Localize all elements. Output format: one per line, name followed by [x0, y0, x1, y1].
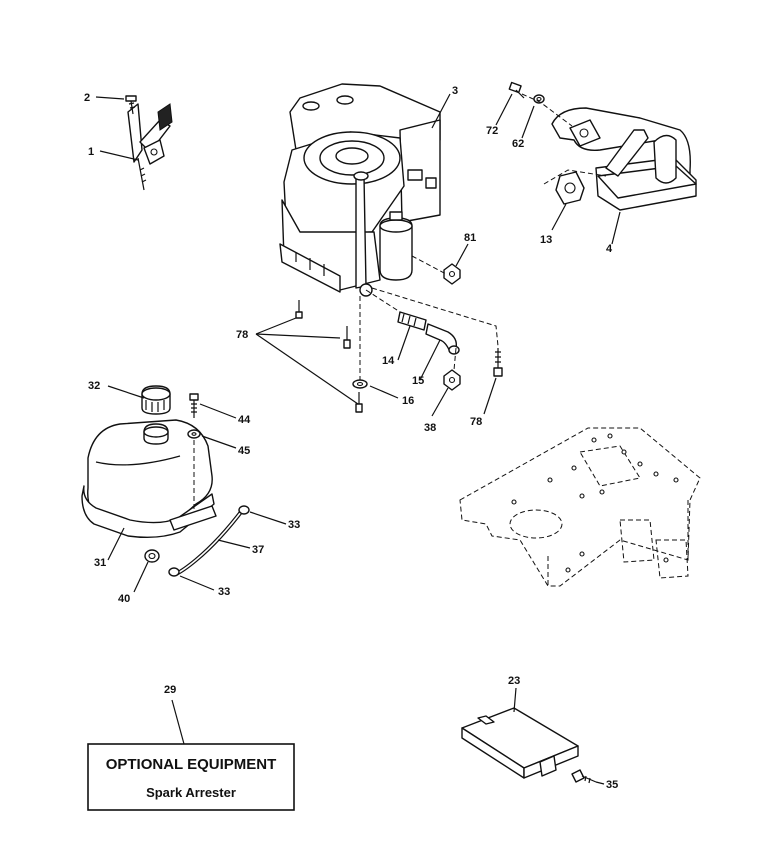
callout-14: 14: [382, 355, 395, 367]
callout-4: 4: [606, 243, 613, 255]
callout-78-left: 78: [236, 329, 248, 341]
callout-45: 45: [238, 445, 250, 457]
callout-3: 3: [452, 85, 458, 97]
engine-part: [279, 83, 441, 297]
callout-13: 13: [540, 234, 552, 246]
throttle-control-part: [127, 103, 173, 191]
clamp-33-upper-part: [238, 505, 250, 515]
callout-29: 29: [164, 684, 176, 696]
callout-81: 81: [464, 232, 476, 244]
callout-35: 35: [606, 779, 618, 791]
throttle-screw-part: [125, 95, 137, 115]
callout-72: 72: [486, 125, 498, 137]
bushing-40-part: [144, 549, 160, 563]
callout-33-upper: 33: [288, 519, 300, 531]
engine-mount-plate: [459, 427, 701, 587]
nut-38-part: [443, 369, 461, 391]
exhaust-gasket-part: [555, 171, 585, 205]
nut-81-part: [443, 263, 461, 285]
bolt-78-upper-part: [295, 300, 303, 319]
callout-62: 62: [512, 138, 524, 150]
spacer-14-part: [397, 311, 427, 331]
optional-equipment-box: [87, 743, 295, 811]
fuel-line-part: [175, 506, 246, 576]
callout-15: 15: [412, 375, 424, 387]
bolt-78-lower-part: [355, 392, 363, 413]
callout-33-lower: 33: [218, 586, 230, 598]
callout-31: 31: [94, 557, 106, 569]
callout-44: 44: [238, 414, 251, 426]
screw-44-part: [189, 393, 199, 418]
callout-78-right: 78: [470, 416, 482, 428]
washer-16-part: [352, 379, 368, 389]
fitting-15-part: [425, 323, 460, 355]
optional-equipment-title: OPTIONAL EQUIPMENT: [106, 756, 277, 773]
fuel-cap-part: [141, 385, 171, 415]
screw-35-part: [571, 769, 597, 784]
callout-1: 1: [88, 146, 94, 158]
optional-equipment-item: Spark Arrester: [146, 785, 236, 800]
callout-38: 38: [424, 422, 436, 434]
callout-23: 23: [508, 675, 520, 687]
screw-72-part: [508, 81, 525, 99]
callout-2: 2: [84, 92, 90, 104]
bolt-78-right-part: [493, 348, 503, 377]
spark-arrester-bracket-part: [461, 707, 579, 779]
fuel-tank-part: [81, 419, 217, 539]
callout-40: 40: [118, 593, 130, 605]
callout-16: 16: [402, 395, 414, 407]
bolt-78-mid-part: [343, 326, 351, 349]
clamp-33-lower-part: [168, 567, 180, 577]
callout-32: 32: [88, 380, 100, 392]
washer-45-part: [187, 429, 201, 439]
muffler-part: [551, 107, 697, 211]
callout-37: 37: [252, 544, 264, 556]
